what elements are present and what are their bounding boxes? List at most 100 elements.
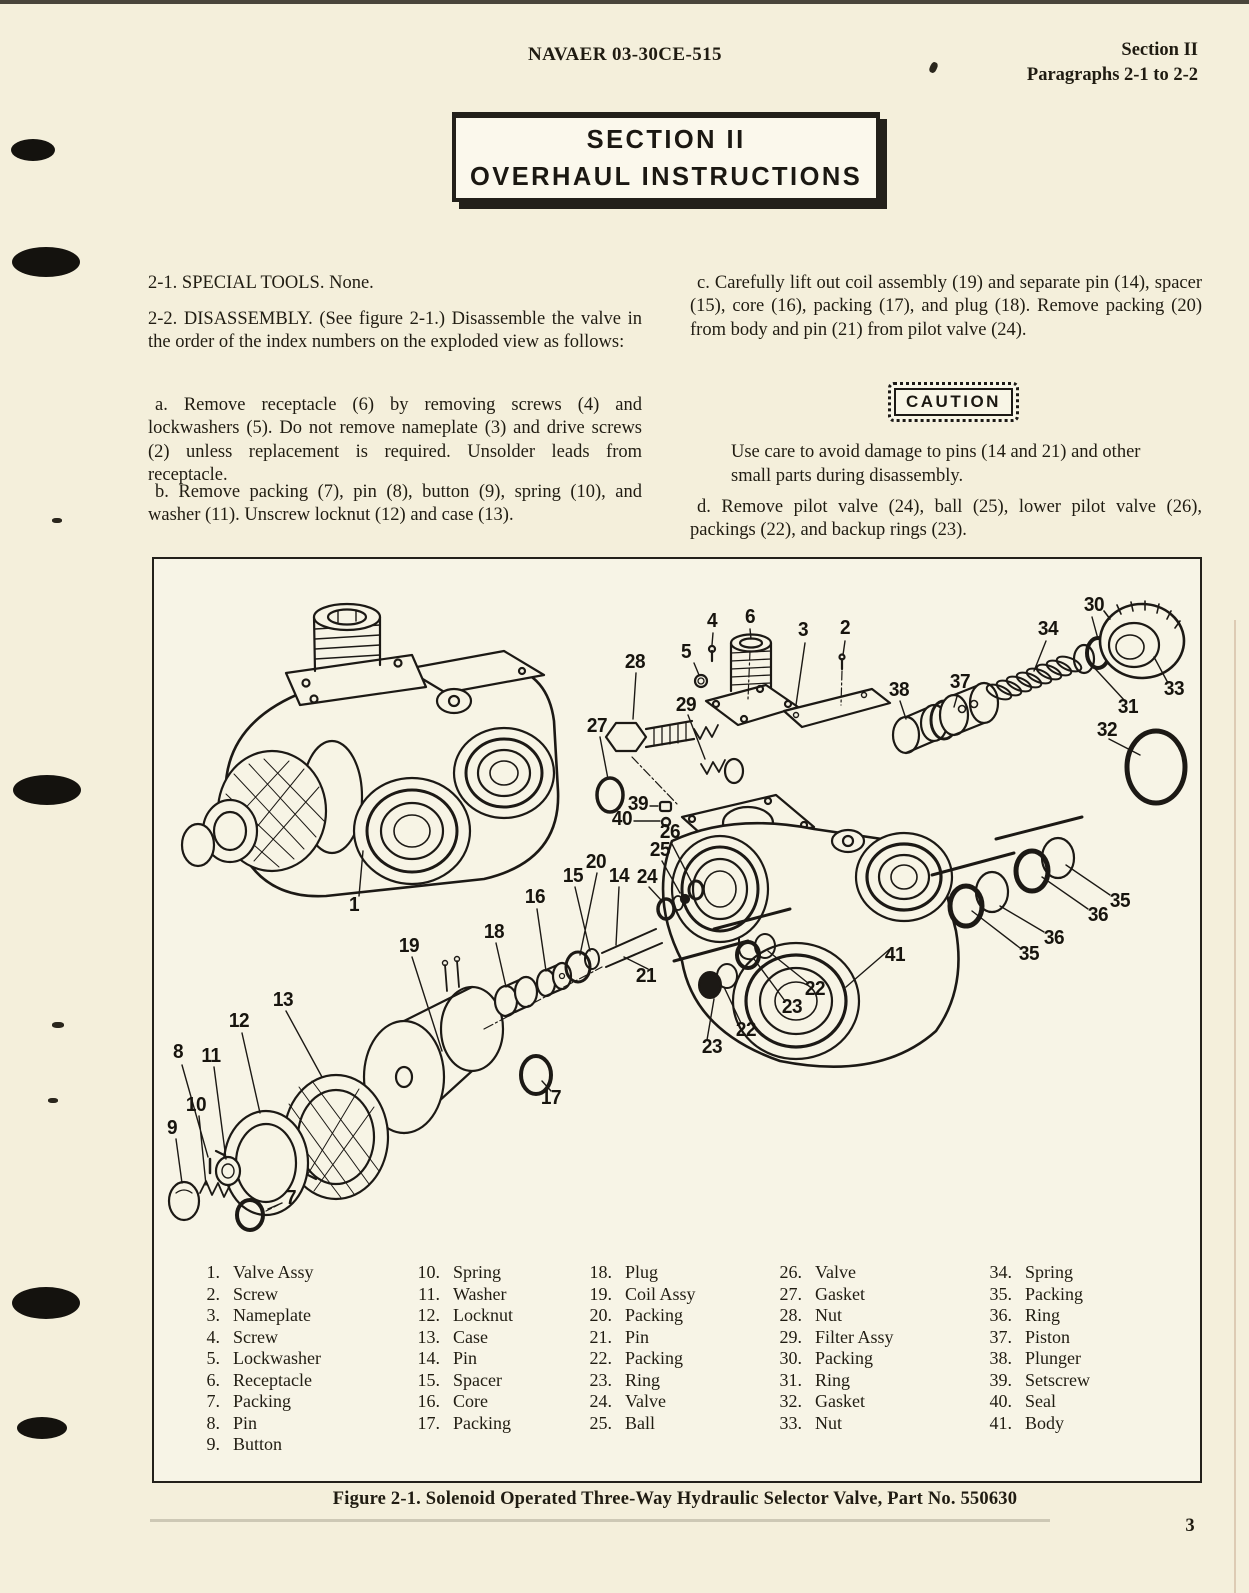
- parts-list-entry: 36.Ring: [989, 1305, 1061, 1325]
- scan-speck: [52, 518, 62, 523]
- parts-list-entry: 17.Packing: [417, 1412, 512, 1433]
- figure-callout-2: 2: [839, 617, 851, 640]
- exploded-view-illustration: [167, 600, 1188, 1232]
- parts-list-entry: 39.Setscrew: [989, 1369, 1090, 1390]
- parts-list-entry: 34.Spring: [989, 1262, 1074, 1282]
- figure-callout-20: 20: [585, 851, 607, 874]
- figure-callout-21: 21: [635, 965, 657, 988]
- binder-hole: [17, 1417, 67, 1439]
- figure-callout-38: 38: [888, 679, 910, 702]
- binder-hole: [13, 775, 81, 805]
- figure-callout-27: 27: [586, 715, 608, 738]
- parts-list-entry: 11.Washer: [418, 1283, 507, 1304]
- figure-callout-15: 15: [562, 865, 584, 888]
- caution-label: CAUTION: [906, 392, 1001, 411]
- parts-list-entry: 31.Ring: [779, 1369, 851, 1390]
- figure-callout-36: 36: [1087, 904, 1109, 927]
- parts-list-entry: 20.Packing: [589, 1305, 684, 1325]
- parts-list-entry: 12.Locknut: [417, 1305, 514, 1325]
- para-step-c: c. Carefully lift out coil assembly (19)…: [690, 273, 1202, 340]
- scan-speck: [52, 1022, 64, 1028]
- figure-callout-11: 11: [201, 1045, 221, 1068]
- binder-hole: [12, 247, 80, 277]
- parts-list-entry: 24.Valve: [589, 1391, 666, 1411]
- figure-callout-41: 41: [884, 944, 906, 967]
- parts-list-entry: 10.Spring: [417, 1262, 502, 1282]
- parts-list-entry: 26.Valve: [779, 1262, 856, 1282]
- figure-callout-31: 31: [1117, 696, 1139, 719]
- figure-caption: Figure 2-1. Solenoid Operated Three-Way …: [332, 1489, 1018, 1509]
- parts-list-entry: 38.Plunger: [989, 1348, 1082, 1368]
- packing-ring-pairs-drawing: [672, 815, 1084, 999]
- binder-hole: [12, 1287, 80, 1319]
- caution-box: CAUTION: [888, 382, 1019, 422]
- figure-callout-14: 14: [608, 865, 630, 888]
- figure-callout-5: 5: [680, 641, 692, 664]
- parts-list-entry: 14.Pin: [417, 1348, 478, 1368]
- figure-callout-39: 39: [627, 793, 649, 816]
- figure-callout-34: 34: [1037, 618, 1059, 641]
- header-paragraph-range: Paragraphs 2-1 to 2-2: [1026, 65, 1198, 85]
- plunger-piston-spring-drawing: [891, 600, 1188, 806]
- figure-callout-23: 23: [701, 1036, 723, 1059]
- parts-list-entry: 16.Core: [417, 1391, 489, 1411]
- parts-list-entry: 32.Gasket: [779, 1391, 865, 1411]
- figure-callout-16: 16: [524, 886, 546, 909]
- figure-callout-36: 36: [1043, 927, 1065, 950]
- figure-callout-7: 7: [285, 1187, 297, 1210]
- parts-list-entry: 18.Plug: [589, 1262, 659, 1282]
- parts-list-entry: 13.Case: [417, 1326, 489, 1347]
- para-step-b: b. Remove packing (7), pin (8), button (…: [148, 482, 642, 526]
- figure-callout-9: 9: [166, 1117, 178, 1140]
- figure-callout-35: 35: [1018, 943, 1040, 966]
- figure-callout-40: 40: [611, 808, 633, 831]
- parts-list-entry: 5.Lockwasher: [206, 1348, 321, 1368]
- publication-number: NAVAER 03-30CE-515: [528, 44, 722, 65]
- para-step-d: d. Remove pilot valve (24), ball (25), l…: [690, 497, 1202, 541]
- binder-hole: [11, 139, 55, 161]
- figure-callout-25: 25: [649, 839, 671, 862]
- scan-edge-top: [0, 0, 1249, 4]
- page-number: 3: [1185, 1516, 1195, 1536]
- parts-list-entry: 37.Piston: [989, 1326, 1071, 1347]
- figure-callout-35: 35: [1109, 890, 1131, 913]
- valve-assembly-drawing: [180, 602, 560, 898]
- para-disassembly: 2-2. DISASSEMBLY. (See figure 2-1.) Disa…: [148, 309, 642, 353]
- parts-list-entry: 6.Receptacle: [206, 1369, 312, 1390]
- figure-callout-24: 24: [636, 866, 658, 889]
- figure-callout-1: 1: [348, 894, 360, 917]
- figure-callout-29: 29: [675, 694, 697, 717]
- figure-callout-22: 22: [735, 1019, 757, 1042]
- parts-list-entry: 25.Ball: [589, 1412, 656, 1433]
- figure-callout-13: 13: [272, 989, 294, 1012]
- section-title-line2: OVERHAUL INSTRUCTIONS: [469, 161, 863, 191]
- page-edge-shadow: [1234, 620, 1236, 1593]
- parts-list-entry: 8.Pin: [206, 1412, 258, 1433]
- parts-list-entry: 3.Nameplate: [206, 1305, 311, 1325]
- parts-list-entry: 29.Filter Assy: [779, 1326, 894, 1347]
- figure-callout-19: 19: [398, 935, 420, 958]
- parts-list-entry: 2.Screw: [206, 1283, 278, 1304]
- receptacle-group-drawing: [693, 633, 892, 729]
- para-step-a: a. Remove receptacle (6) by removing scr…: [148, 395, 642, 486]
- scan-edge-bottom: [150, 1519, 1050, 1522]
- parts-list-entry: 33.Nut: [779, 1412, 843, 1433]
- parts-list-entry: 40.Seal: [989, 1391, 1057, 1411]
- figure-callout-6: 6: [744, 606, 756, 629]
- figure-callout-8: 8: [172, 1041, 184, 1064]
- header-section-info: Section II Paragraphs 2-1 to 2-2: [900, 38, 1198, 88]
- caution-text: Use care to avoid damage to pins (14 and…: [731, 442, 1141, 486]
- parts-list-entry: 4.Screw: [206, 1326, 278, 1347]
- scan-speck: [48, 1098, 58, 1103]
- parts-list-entry: 9.Button: [206, 1434, 283, 1454]
- parts-list-entry: 21.Pin: [589, 1326, 650, 1347]
- callout-leader-lines: [175, 616, 1169, 1210]
